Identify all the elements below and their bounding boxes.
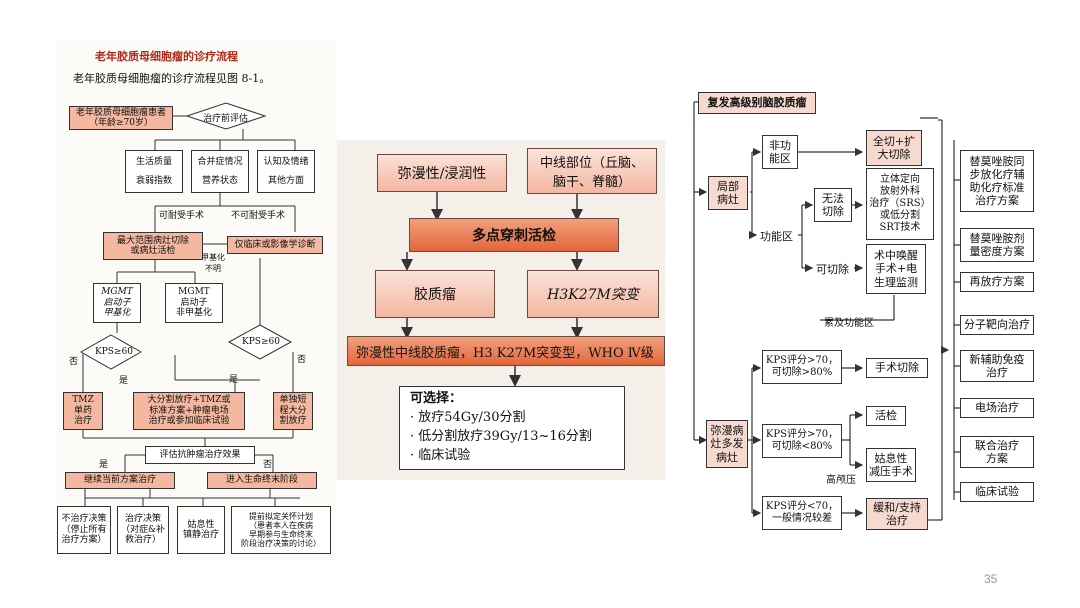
- assess-cognition: 认知及情绪: [263, 156, 309, 167]
- kps-right-label: KPS≥60: [242, 337, 280, 347]
- supportive-care-box: 缓和/支持 治疗: [866, 498, 928, 530]
- kps-high-resectable-box: KPS评分>70， 可切除>80%: [762, 350, 842, 384]
- end-stage-box: 进入生命终末阶段: [207, 472, 317, 489]
- treatment-ttfields: 电场治疗: [960, 398, 1034, 418]
- care-plan-box: 提前拟定关怀计划 （患者本人在疾病 早期参与生命终末 阶段治疗决策的讨论）: [231, 506, 331, 554]
- diffuse-infiltrative-box: 弥漫性/浸润性: [377, 154, 507, 192]
- right-flowchart-panel: 复发高级别脑胶质瘤 局部 病灶 非功 能区 全切+扩 大切除 功能区 无法 切除…: [680, 80, 1050, 550]
- assess-other: 其他方面: [267, 176, 304, 187]
- option-hypofractionated: · 低分割放疗39Gy/13~16分割: [410, 429, 592, 444]
- assess-box-3: 认知及情绪 其他方面: [257, 150, 315, 193]
- yes-label-eval: 是: [99, 460, 109, 470]
- continue-box: 继续当前方案治疗: [65, 472, 175, 489]
- biopsy-box: 活检: [866, 406, 906, 426]
- treatment-combination: 联合治疗 方案: [960, 436, 1034, 468]
- assess-nutrition: 营养状态: [201, 176, 238, 187]
- diagnosis-box: 弥漫性中线胶质瘤，H3 K27M突变型，WHO Ⅳ级: [347, 336, 665, 366]
- high-icp-label: 高颅压: [826, 475, 856, 486]
- assess-frailty: 衰弱指数: [135, 176, 172, 187]
- involve-functional-label: 累及功能区: [824, 318, 874, 329]
- palliative-sedation-box: 姑息性 镇静治疗: [177, 506, 225, 554]
- eval-effect-box: 评估抗肿瘤治疗效果: [145, 446, 255, 464]
- treatment-tmz-dense: 替莫唑胺剂 量密度方案: [960, 228, 1034, 262]
- pre-assess-label: 治疗前评估: [203, 114, 249, 124]
- imaging-only-box: 仅临床或影像学诊断: [227, 236, 323, 254]
- left-title: 老年胶质母细胞瘤的诊疗流程: [95, 50, 238, 63]
- srs-box: 立体定向 放射外科 治疗（SRS） 或低分割 SRT技术: [866, 168, 934, 240]
- mgmt-unmethylated-box: MGMT 启动子 非甲基化: [165, 283, 223, 323]
- mgmt-methylated-box: MGMT 启动子 甲基化: [93, 283, 141, 323]
- tmz-box: TMZ 单药 治疗: [63, 392, 103, 430]
- recurrent-glioma-title-box: 复发高级别脑胶质瘤: [698, 92, 816, 114]
- treatment-neoadjuvant-immuno: 新辅助免疫 治疗: [960, 350, 1034, 382]
- no-label-right: 否: [297, 355, 307, 365]
- slide-number: 35: [984, 572, 998, 586]
- functional-area-label: 功能区: [760, 230, 793, 243]
- tolerable-label: 可耐受手术: [159, 211, 205, 221]
- no-label-left: 否: [69, 357, 79, 367]
- diffuse-multiple-lesion-box: 弥漫病 灶多发 病灶: [706, 420, 748, 468]
- h3k27m-box: H3K27M突变: [527, 270, 659, 318]
- right-connectors: [693, 101, 960, 521]
- no-treatment-box: 不治疗决策 （停止所有 治疗方案）: [57, 506, 111, 554]
- palliative-surgery-box: 姑息性 减压手术: [866, 448, 916, 482]
- total-resection-box: 全切+扩 大切除: [866, 130, 922, 166]
- non-functional-area-box: 非功 能区: [762, 135, 798, 169]
- assess-box-1: 生活质量 衰弱指数: [125, 150, 183, 193]
- treatment-clinical-trial: 临床试验: [960, 482, 1034, 502]
- treatment-targeted: 分子靶向治疗: [960, 315, 1034, 335]
- options-title: 可选择：: [410, 391, 463, 407]
- option-clinical-trial: · 临床试验: [410, 447, 471, 463]
- midline-location-box: 中线部位（丘脑、 脑干、脊髓）: [527, 148, 657, 194]
- options-box: 可选择： · 放疗54Gy/30分割 · 低分割放疗39Gy/13~16分割 ·…: [399, 386, 625, 470]
- local-lesion-box: 局部 病灶: [708, 176, 748, 210]
- resectable-label: 可切除: [816, 263, 849, 276]
- left-intro: 老年胶质母细胞瘤的诊疗流程见图 8-1。: [73, 72, 271, 85]
- treatment-reirradiation: 再放疗方案: [960, 272, 1034, 292]
- awake-surgery-box: 术中唤醒 手术+电 生理监测: [866, 244, 926, 294]
- assess-quality-of-life: 生活质量: [135, 156, 172, 167]
- max-resection-box: 最大范围病灶切除 或病灶活检: [103, 232, 203, 260]
- combined-therapy-box: 大分割放疗+TMZ或 标准方案+肿瘤电场 治疗或参加临床试验: [133, 392, 245, 430]
- option-radiotherapy: · 放疗54Gy/30分割: [410, 410, 526, 426]
- assess-comorbidity: 合并症情况: [197, 156, 243, 167]
- short-rt-box: 单独短 程大分 割放疗: [273, 392, 313, 430]
- kps-low-box: KPS评分<70， 一般情况较差: [762, 496, 842, 530]
- yes-label-right: 是: [229, 375, 239, 385]
- patient-box: 老年胶质母细胞瘤患者 （年龄≥70岁）: [69, 106, 173, 130]
- left-connectors: [79, 102, 300, 506]
- treatment-tmz-standard: 替莫唑胺同 步放化疗辅 助化疗标准 治疗方案: [960, 150, 1034, 212]
- no-label-eval: 否: [263, 460, 273, 470]
- middle-flowchart-panel: 弥漫性/浸润性 中线部位（丘脑、 脑干、脊髓） 多点穿刺活检 胶质瘤 H3K27…: [337, 140, 665, 480]
- yes-label-left: 是: [119, 376, 129, 386]
- glioma-box: 胶质瘤: [375, 270, 495, 318]
- middle-connectors: [401, 192, 583, 387]
- treatment-decision-box: 治疗决策 （对症&补 救治疗）: [117, 506, 169, 554]
- kps-left-label: KPS≥60: [95, 347, 133, 357]
- left-flowchart-panel: 老年胶质母细胞瘤的诊疗流程 老年胶质母细胞瘤的诊疗流程见图 8-1。 老年胶质母…: [55, 40, 337, 560]
- kps-high-partial-box: KPS评分>70， 可切除<80%: [762, 424, 842, 458]
- surgery-box: 手术切除: [866, 358, 928, 378]
- methylation-unknown-label: 甲基化 不明: [201, 253, 225, 273]
- multipoint-biopsy-box: 多点穿刺活检: [409, 218, 619, 252]
- assess-box-2: 合并症情况 营养状态: [191, 150, 249, 193]
- unresectable-box: 无法 切除: [814, 188, 852, 222]
- intolerable-label: 不可耐受手术: [231, 211, 286, 221]
